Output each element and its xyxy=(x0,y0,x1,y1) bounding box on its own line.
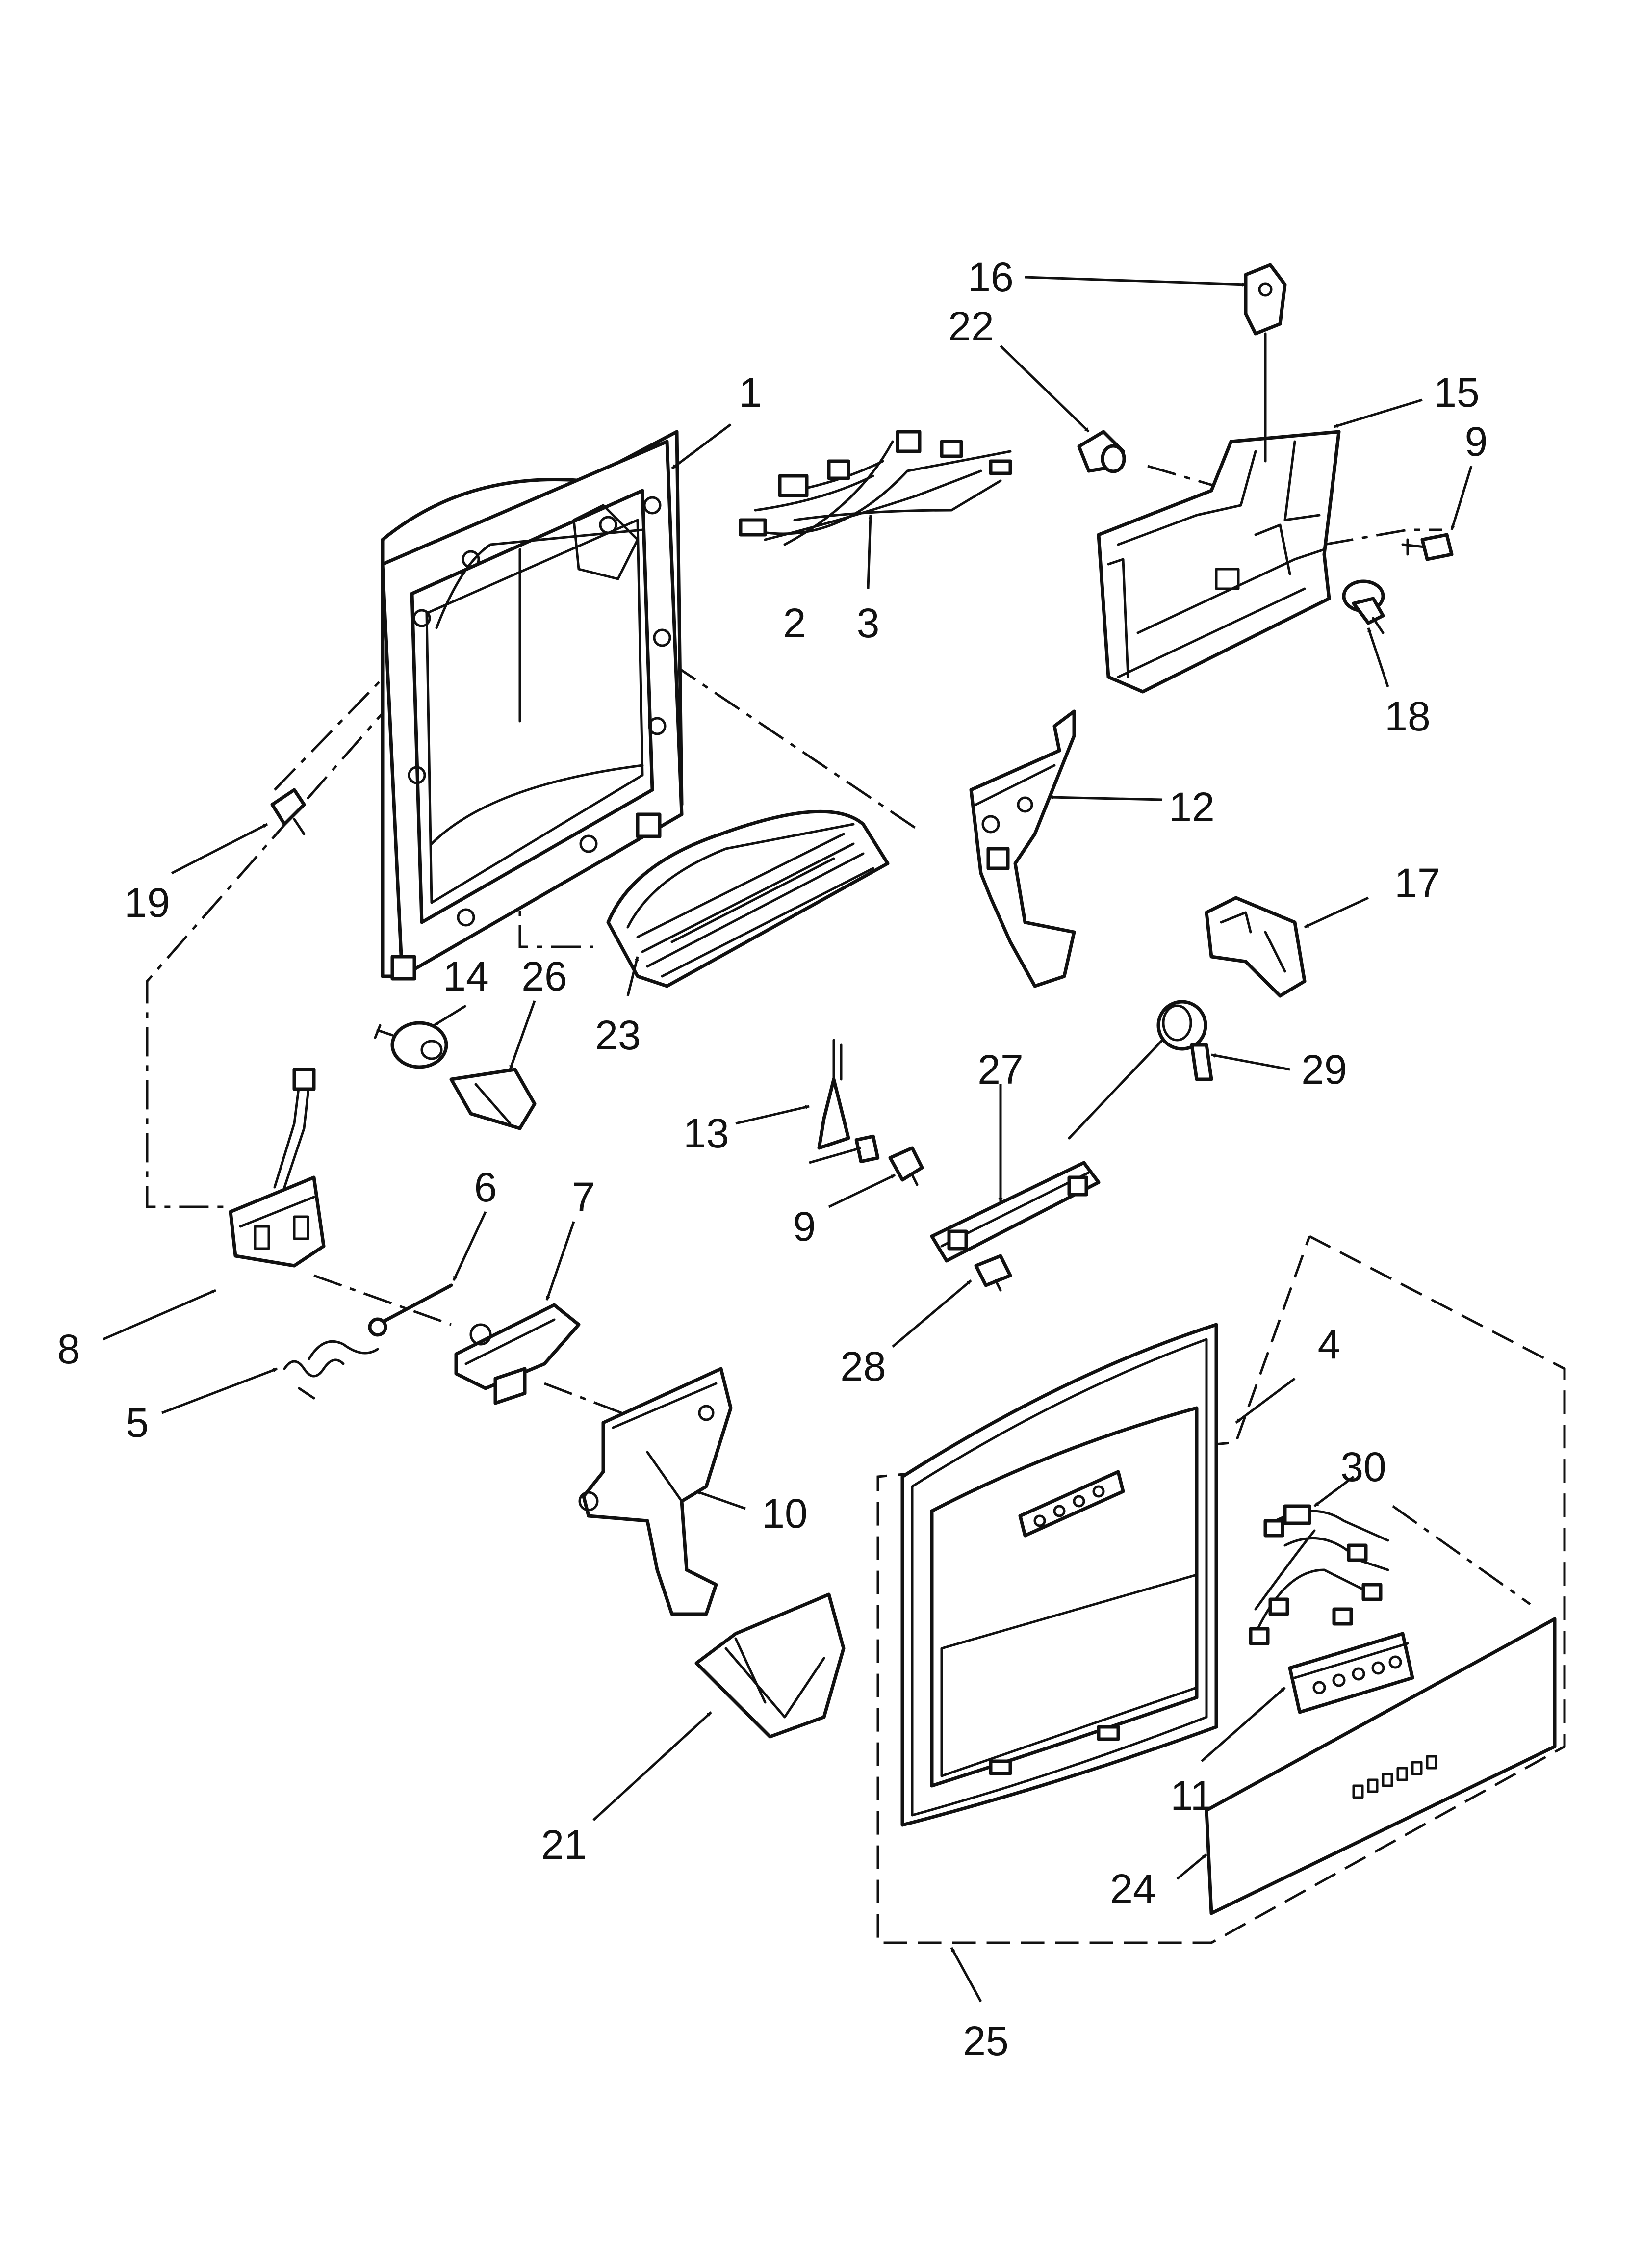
part-16-switch xyxy=(1244,263,1287,463)
callout-16: 16 xyxy=(968,254,1013,300)
part-29-lamp xyxy=(1068,1000,1213,1140)
callout-12: 12 xyxy=(1169,784,1214,830)
part-15-bracket xyxy=(1097,430,1341,694)
part-27-rail xyxy=(930,1161,1101,1263)
part-11-control-board xyxy=(1288,1632,1414,1714)
callout-28: 28 xyxy=(840,1343,886,1389)
part-1-dispenser-housing xyxy=(381,430,684,981)
callout-18: 18 xyxy=(1385,693,1430,739)
callout-13: 13 xyxy=(683,1110,729,1156)
callout-3: 3 xyxy=(857,600,880,646)
part-21-chute xyxy=(694,1592,846,1739)
alignment-lines xyxy=(146,465,1566,1944)
callout-29: 29 xyxy=(1301,1046,1347,1093)
part-28-screw xyxy=(974,1254,1012,1292)
callout-17: 17 xyxy=(1394,860,1440,906)
callout-11: 11 xyxy=(1170,1773,1213,1819)
callout-2: 2 xyxy=(783,600,806,646)
leader-arrows xyxy=(103,276,1473,2003)
part-18-lamp-socket xyxy=(1342,579,1385,634)
part-10-paddle-arm xyxy=(578,1367,733,1616)
part-3-wire-harness xyxy=(739,430,1012,546)
part-6-pin xyxy=(368,1283,453,1337)
callout-22: 22 xyxy=(948,303,994,349)
callout-27: 27 xyxy=(977,1046,1023,1093)
part-22-bushing xyxy=(1077,430,1126,473)
callout-25: 25 xyxy=(963,2018,1008,2064)
callout-14: 14 xyxy=(443,953,488,999)
callout-4: 4 xyxy=(1318,1321,1341,1367)
part-9-screw-upper xyxy=(1401,533,1454,561)
part-12-lever xyxy=(969,709,1076,988)
callout-5: 5 xyxy=(126,1400,149,1446)
part-9-screw-middle xyxy=(888,1146,924,1186)
callout-30: 30 xyxy=(1340,1444,1386,1490)
callout-6: 6 xyxy=(474,1164,497,1210)
callout-15: 15 xyxy=(1434,369,1479,416)
part-19-screw xyxy=(270,788,306,835)
part-4-front-panel xyxy=(900,1323,1218,1827)
part-26-cover xyxy=(449,1068,537,1130)
callout-10: 10 xyxy=(762,1490,807,1537)
callout-23: 23 xyxy=(595,1012,641,1058)
callout-19: 19 xyxy=(124,880,170,926)
part-17-bracket xyxy=(1205,896,1307,998)
part-24-overlay xyxy=(1205,1617,1557,1915)
part-8-solenoid xyxy=(229,1068,326,1268)
callout-7: 7 xyxy=(572,1174,595,1220)
callout-26: 26 xyxy=(521,953,567,999)
callout-9-middle: 9 xyxy=(793,1203,816,1250)
part-7-actuator xyxy=(454,1303,581,1405)
callout-1: 1 xyxy=(739,369,762,416)
part-14-motor xyxy=(374,1021,448,1069)
callout-24: 24 xyxy=(1110,1866,1155,1912)
part-13-contact xyxy=(817,1039,850,1150)
part-5-spring xyxy=(283,1340,379,1400)
callout-9-upper: 9 xyxy=(1465,418,1488,465)
part-30-harness xyxy=(1249,1504,1389,1645)
callout-21: 21 xyxy=(541,1822,587,1868)
callout-numbers: 1 2 3 4 5 6 7 8 9 9 10 11 12 13 14 15 16… xyxy=(57,254,1488,2064)
callout-8: 8 xyxy=(57,1326,80,1372)
part-23-drip-tray-grille xyxy=(606,809,890,988)
